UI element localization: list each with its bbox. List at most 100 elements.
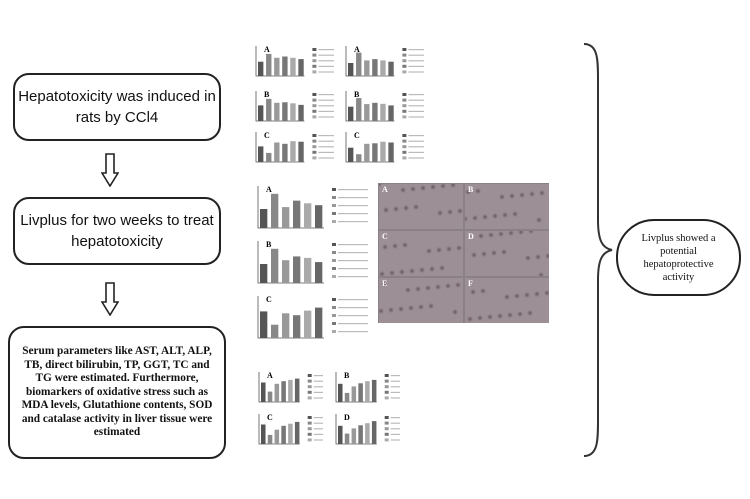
mini-legend-swatch: [312, 109, 317, 113]
mini-bar: [348, 147, 354, 162]
mini-bar: [293, 315, 301, 338]
mini-legend-line: [318, 65, 334, 67]
mini-bar-chart: B: [255, 90, 334, 122]
mini-legend-swatch: [312, 145, 317, 149]
mini-bar: [356, 52, 362, 76]
mini-legend-line: [313, 386, 323, 388]
mini-bar: [281, 381, 286, 402]
mini-legend-line: [338, 323, 368, 325]
mini-legend-swatch: [384, 379, 389, 383]
mini-legend-line: [318, 94, 334, 96]
mini-bar: [351, 428, 357, 444]
mini-axis: [255, 91, 305, 122]
mini-legend-line: [338, 307, 368, 309]
mini-legend-line: [338, 260, 368, 262]
mini-bar: [282, 313, 290, 338]
mini-bar: [274, 429, 280, 444]
mini-bar: [365, 381, 370, 402]
mini-legend-line: [408, 49, 424, 51]
mini-bar: [288, 423, 293, 444]
mini-legend-swatch: [332, 251, 336, 254]
mini-legend-line: [408, 146, 424, 148]
mini-bar: [304, 257, 312, 283]
micrograph-panel: D: [465, 231, 549, 276]
mini-legend-line: [318, 151, 334, 153]
mini-axis: [257, 186, 324, 229]
mini-axis: [345, 91, 395, 122]
mini-bar: [290, 57, 296, 76]
mini-bar-chart: A: [255, 45, 334, 77]
mini-bar: [344, 392, 350, 402]
micrograph-panel-label: A: [382, 185, 388, 194]
mini-legend-swatch: [312, 70, 317, 74]
mini-legend-swatch: [332, 267, 336, 270]
mini-bar: [338, 425, 343, 444]
down-arrow-icon: [101, 282, 119, 316]
mini-legend-line: [408, 151, 424, 153]
mini-legend-swatch: [402, 70, 407, 74]
micrograph-panel-label: D: [468, 232, 474, 241]
mini-legend-line: [338, 213, 368, 215]
mini-legend-line: [408, 116, 424, 118]
mini-legend-line: [318, 105, 334, 107]
mini-legend-line: [390, 439, 400, 441]
mini-bar: [266, 152, 272, 162]
mini-legend-line: [338, 268, 368, 270]
mini-bar: [315, 205, 323, 228]
mini-legend-line: [318, 157, 334, 159]
micrograph-panel: F: [465, 278, 549, 323]
mini-legend-swatch: [307, 421, 312, 425]
mini-legend-line: [408, 60, 424, 62]
mini-legend-swatch: [384, 416, 389, 419]
mini-bar: [266, 98, 272, 121]
mini-bar: [388, 142, 394, 162]
mini-bar: [258, 146, 264, 162]
mini-bar: [266, 53, 272, 76]
mini-legend-swatch: [332, 188, 336, 191]
mini-legend-swatch: [307, 416, 312, 419]
micrograph-panel-label: C: [382, 232, 388, 241]
mini-legend-line: [338, 276, 368, 278]
mini-bar: [261, 382, 266, 402]
mini-bar: [388, 105, 394, 121]
mini-legend-swatch: [384, 374, 389, 377]
mini-legend-line: [390, 422, 400, 424]
mini-legend-swatch: [332, 212, 336, 215]
mini-bar: [267, 391, 273, 402]
mini-legend-swatch: [402, 98, 407, 102]
mini-panel-label: C: [266, 295, 272, 304]
mini-legend-swatch: [402, 134, 407, 137]
micrograph-panel-label: E: [382, 279, 388, 288]
mini-bar: [365, 423, 370, 444]
mini-bar: [274, 102, 280, 121]
mini-legend-swatch: [312, 104, 317, 108]
mini-legend-line: [408, 65, 424, 67]
mini-legend-line: [338, 315, 368, 317]
mini-legend-swatch: [332, 330, 336, 333]
mini-legend-line: [390, 386, 400, 388]
mini-legend-line: [318, 49, 334, 51]
mini-axis: [335, 414, 377, 445]
mini-legend-swatch: [332, 314, 336, 317]
mini-bar: [298, 59, 304, 76]
mini-legend-line: [338, 189, 368, 191]
mini-bar: [372, 143, 378, 162]
mini-bar: [267, 434, 273, 444]
mini-axis: [255, 46, 305, 77]
mini-legend-swatch: [332, 204, 336, 207]
mini-axis: [258, 414, 300, 445]
mini-legend-swatch: [402, 104, 407, 108]
mini-bar: [271, 193, 279, 228]
mini-legend-swatch: [384, 396, 389, 400]
mini-legend-line: [313, 417, 323, 419]
step-box-estimation: Serum parameters like AST, ALT, ALP, TB,…: [8, 326, 226, 459]
mini-legend-line: [313, 439, 323, 441]
mini-legend-swatch: [402, 48, 407, 51]
mini-legend-swatch: [312, 156, 317, 160]
mini-legend-line: [338, 221, 368, 223]
mini-bar: [356, 98, 362, 121]
mini-bar: [274, 57, 280, 76]
mini-bar: [294, 378, 300, 402]
mini-bar: [372, 59, 378, 76]
step-box-induction: Hepatotoxicity was induced in rats by CC…: [13, 73, 221, 141]
